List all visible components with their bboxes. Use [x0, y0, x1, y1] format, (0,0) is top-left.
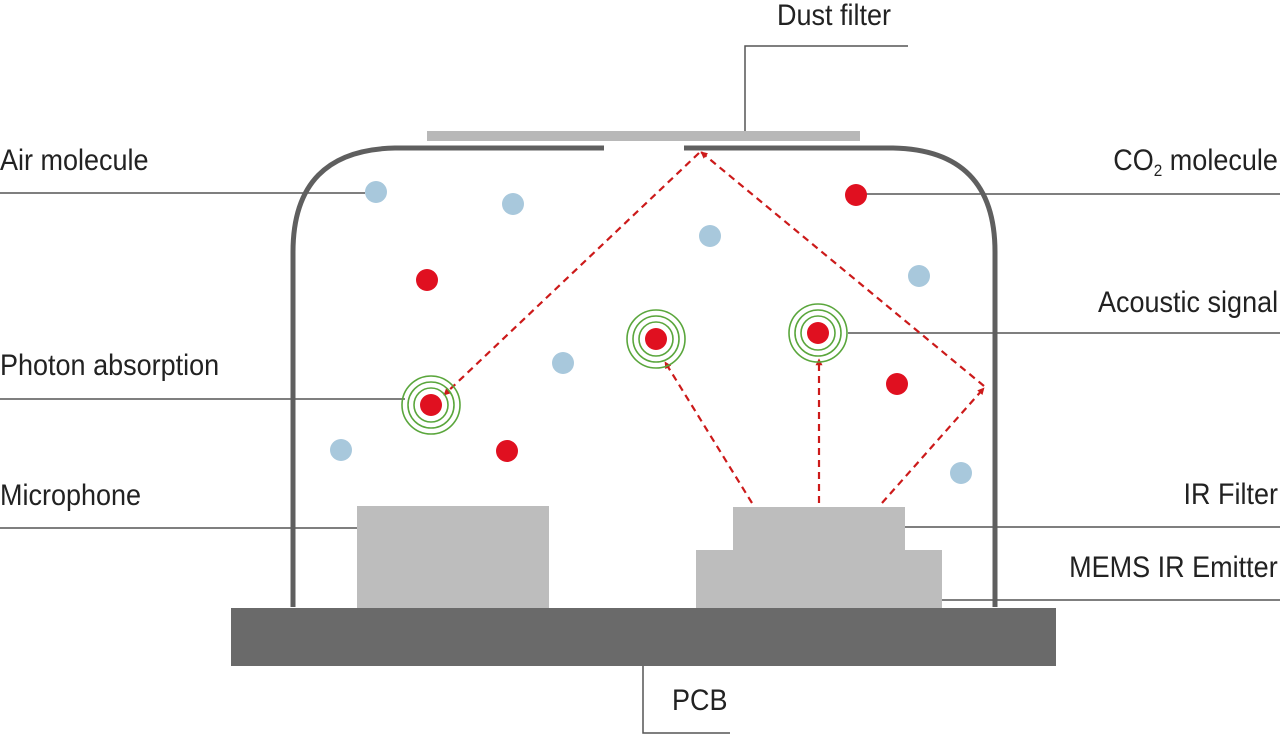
acoustic-wave-right — [788, 303, 848, 363]
label-microphone: Microphone — [0, 479, 142, 512]
label-acoustic-signal: Acoustic signal — [1097, 286, 1278, 319]
mems-ir-emitter-block — [696, 550, 942, 608]
air-molecule — [908, 265, 930, 287]
ir-ray-top-to-absorption — [443, 152, 700, 396]
air-molecule — [699, 225, 721, 247]
air-molecule — [950, 462, 972, 484]
microphone-block — [357, 506, 549, 608]
co2-molecule — [845, 184, 867, 206]
ir-rays — [443, 151, 985, 504]
co2-molecule — [807, 322, 829, 344]
ir-filter-block — [733, 507, 905, 550]
ir-ray-to-right-wall — [881, 387, 985, 504]
acoustic-wave-absorption — [401, 375, 461, 435]
co2-molecule — [416, 269, 438, 291]
co2-label-suffix: molecule — [1162, 144, 1278, 177]
co2-molecule — [645, 328, 667, 350]
ir-ray-to-left-target — [664, 361, 753, 504]
label-co2-molecule: CO2 molecule — [1113, 144, 1278, 180]
leader-lines — [0, 45, 1280, 734]
label-dust-filter: Dust filter — [777, 0, 892, 32]
ir-ray-wall-to-top — [700, 151, 985, 387]
co2-molecule — [420, 394, 442, 416]
air-molecule — [330, 439, 352, 461]
co2-molecule — [496, 440, 518, 462]
label-air-molecule: Air molecule — [0, 144, 149, 177]
air-molecule — [365, 181, 387, 203]
leader-dust-filter — [744, 45, 908, 133]
air-molecule — [552, 352, 574, 374]
co2-molecule — [886, 373, 908, 395]
air-molecules — [330, 181, 972, 484]
co2-molecules — [416, 184, 908, 462]
pcb-board — [231, 608, 1056, 666]
acoustic-wave-left — [626, 309, 686, 369]
co2-label-prefix: CO — [1113, 144, 1154, 177]
label-photon-absorption: Photon absorption — [0, 349, 220, 382]
label-mems-ir-emitter: MEMS IR Emitter — [1069, 551, 1278, 584]
label-ir-filter: IR Filter — [1183, 478, 1279, 511]
co2-label-subscript: 2 — [1153, 161, 1163, 180]
dust-filter — [427, 131, 860, 141]
leader-pcb — [642, 666, 730, 734]
air-molecule — [502, 193, 524, 215]
sensor-housing — [290, 145, 998, 607]
label-pcb: PCB — [672, 684, 728, 717]
acoustic-waves — [401, 303, 848, 435]
